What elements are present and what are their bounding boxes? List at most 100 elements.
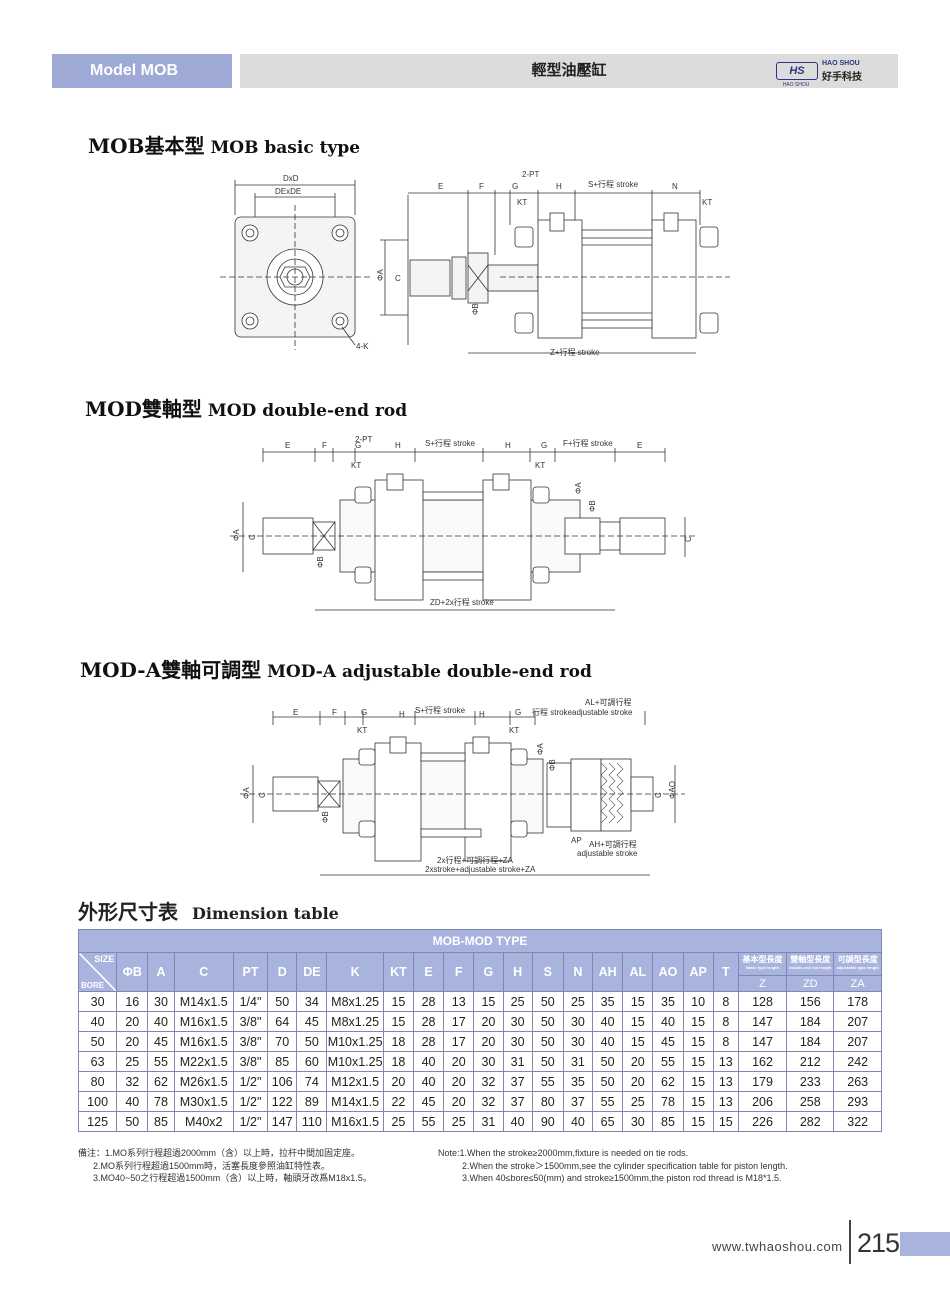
table-cell: M30x1.5 <box>173 1091 234 1112</box>
table-cell: 45 <box>147 1031 175 1052</box>
table-cell: 32 <box>116 1071 149 1092</box>
column-header: DE <box>296 952 328 992</box>
table-cell: 74 <box>296 1071 328 1092</box>
table-cell: 40 <box>592 1011 624 1032</box>
table-cell: 25 <box>622 1091 654 1112</box>
column-header: ΦB <box>116 952 149 992</box>
table-cell: 20 <box>116 1031 149 1052</box>
table-cell: 85 <box>652 1111 684 1132</box>
table-cell: 50 <box>116 1111 149 1132</box>
dim-f-1: F <box>332 708 337 717</box>
length-code: ZA <box>833 975 882 992</box>
column-header: H <box>502 952 533 992</box>
page-number: 215 <box>857 1228 900 1258</box>
dim-e-2: E <box>637 441 642 450</box>
table-cell: 78 <box>652 1091 684 1112</box>
table-cell: 70 <box>267 1031 298 1052</box>
table-cell: M22x1.5 <box>173 1051 234 1072</box>
bore-label: BORE <box>81 981 105 990</box>
table-cell: 15 <box>682 1011 714 1032</box>
table-cell: 15 <box>382 1011 414 1032</box>
table-cell: 293 <box>833 1091 882 1112</box>
table-cell: 15 <box>682 1051 714 1072</box>
table-cell: 25 <box>562 991 594 1012</box>
table-cell: 20 <box>622 1071 654 1092</box>
table-cell: 18 <box>382 1051 414 1072</box>
table-cell: 3/8" <box>232 1011 269 1032</box>
table-cell: 156 <box>786 991 835 1012</box>
table-cell: 45 <box>296 1011 328 1032</box>
column-header: KT <box>382 952 414 992</box>
table-cell: 15 <box>622 1011 654 1032</box>
table-cell: 10 <box>682 991 714 1012</box>
dim-f: F <box>479 182 484 191</box>
table-cell: M16x1.5 <box>173 1031 234 1052</box>
length-header-cn: 基本型長度 <box>742 955 783 964</box>
dim-phia-1: ΦA <box>242 787 251 799</box>
table-cell: 30 <box>622 1111 654 1132</box>
table-cell: 3/8" <box>232 1031 269 1052</box>
table-cell: 15 <box>712 1111 739 1132</box>
table-cell: 50 <box>592 1051 624 1072</box>
table-cell: 89 <box>296 1091 328 1112</box>
column-header: AH <box>592 952 624 992</box>
table-cell: 184 <box>786 1031 835 1052</box>
table-cell: 128 <box>737 991 788 1012</box>
table-cell: 1/2" <box>232 1071 269 1092</box>
dim-kt-2: KT <box>509 726 519 735</box>
dim-e-1: E <box>285 441 290 450</box>
table-cell: 50 <box>592 1071 624 1092</box>
table-cell: 45 <box>652 1031 684 1052</box>
length-header-en: double-end rod length <box>789 965 832 970</box>
table-cell: 40 <box>502 1111 533 1132</box>
table-cell: 20 <box>382 1071 414 1092</box>
company-logo: HS HAO SHOU HAO SHOU 好手科技 <box>776 59 862 88</box>
column-header: K <box>326 952 384 992</box>
table-cell: 233 <box>786 1071 835 1092</box>
dim-phia-2: ΦA <box>536 743 545 755</box>
table-cell: 17 <box>443 1031 475 1052</box>
mod-drawing: E F G H 2-PT S+行程 stroke H G F+行程 stroke… <box>230 435 695 611</box>
table-cell: 207 <box>833 1031 882 1052</box>
table-cell: 258 <box>786 1091 835 1112</box>
note-cn-2: 2.MO系列行程超過1500mm時，活塞長度參照油缸特性表。 <box>93 1160 331 1171</box>
table-cell: 62 <box>652 1071 684 1092</box>
dim-c-2: C <box>654 792 663 798</box>
table-cell: 147 <box>737 1011 788 1032</box>
table-cell: 55 <box>652 1051 684 1072</box>
column-header: AL <box>622 952 654 992</box>
table-cell: 35 <box>592 991 624 1012</box>
table-cell: 15 <box>682 1111 714 1132</box>
dim-adjustable-stroke: 行程 strokeadjustable stroke <box>532 707 633 717</box>
table-cell: 40 <box>412 1051 445 1072</box>
table-cell: 15 <box>682 1091 714 1112</box>
column-header: S <box>531 952 564 992</box>
mob-drawing: DxD DExDE 4-K E F G H 2-PT KT S+行程 strok… <box>220 170 730 357</box>
table-cell: 37 <box>562 1091 594 1112</box>
table-cell: 35 <box>562 1071 594 1092</box>
section-title-en: MOD-A adjustable double-end rod <box>267 662 592 682</box>
dim-al: AL+可調行程 <box>585 697 631 707</box>
table-cell: 60 <box>296 1051 328 1072</box>
section-title-en: MOD double-end rod <box>207 401 408 421</box>
dim-h-1: H <box>399 710 405 719</box>
bore-cell: 100 <box>77 1091 118 1112</box>
dim-pt: 2-PT <box>355 435 372 444</box>
dim-phia: ΦA <box>376 269 385 281</box>
section-title-cn: MOD雙軸型 <box>85 397 202 421</box>
table-cell: 212 <box>786 1051 835 1072</box>
note-en-2: 2.When the stroke＞1500mm,see the cylinde… <box>462 1160 788 1171</box>
table-cell: M26x1.5 <box>173 1071 234 1092</box>
table-cell: 31 <box>562 1051 594 1072</box>
table-cell: 85 <box>267 1051 298 1072</box>
table-cell: 122 <box>267 1091 298 1112</box>
column-header: A <box>147 952 175 992</box>
dim-c-1: C <box>248 534 257 540</box>
table-cell: 13 <box>712 1091 739 1112</box>
table-cell: 3/8" <box>232 1051 269 1072</box>
table-cell: 147 <box>737 1031 788 1052</box>
